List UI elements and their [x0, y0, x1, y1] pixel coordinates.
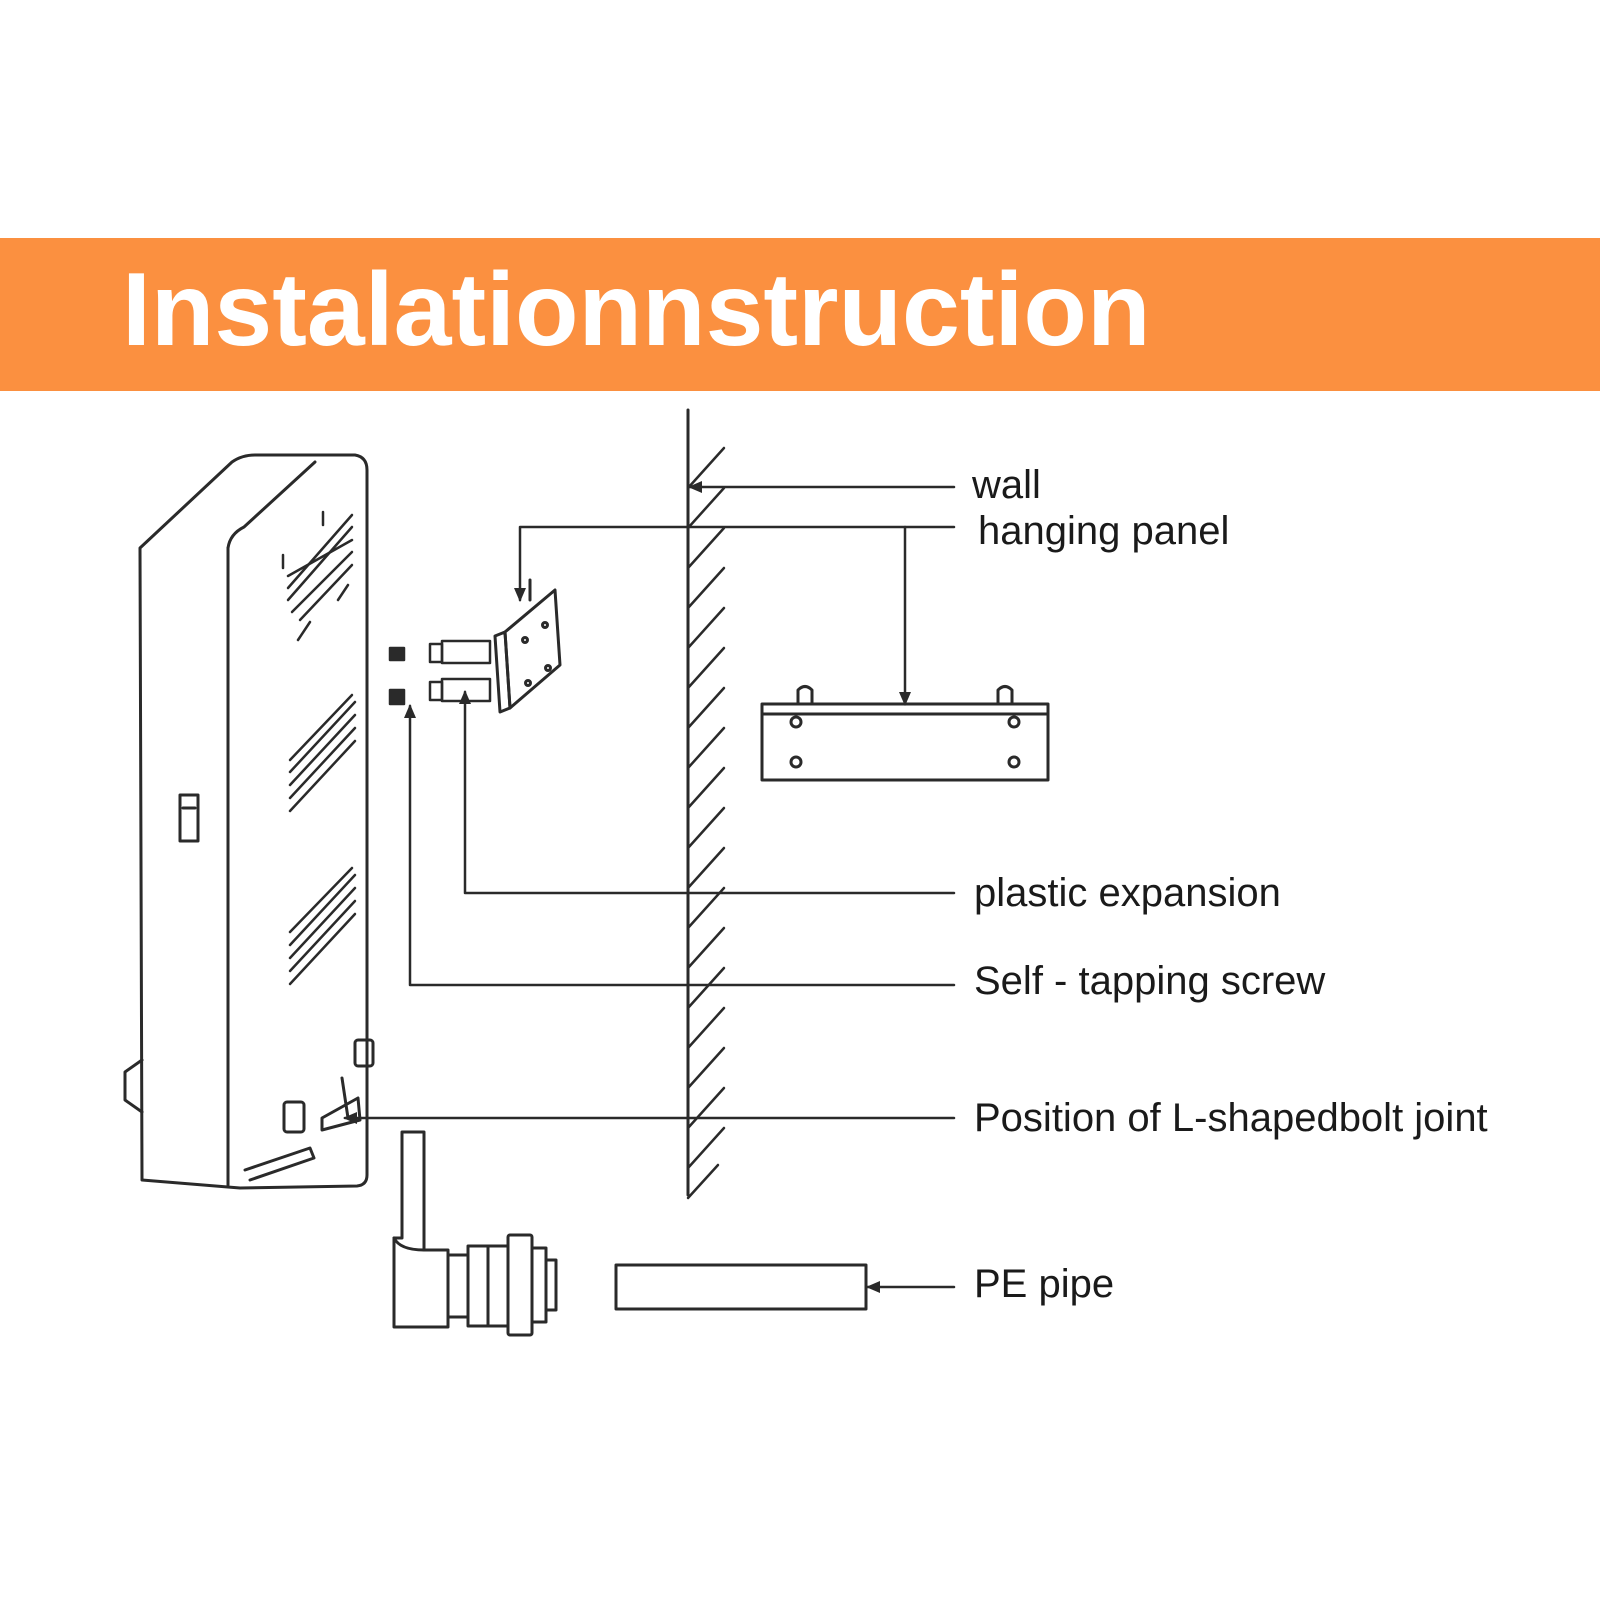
wall-hatching	[686, 446, 726, 1200]
label-hanging-panel: hanging panel	[978, 509, 1230, 553]
hanging-panel-perspective	[493, 578, 562, 714]
device-vents	[281, 510, 357, 986]
l-shaped-joint	[392, 1130, 558, 1337]
label-l-shaped-bolt-joint: Position of L-shapedbolt joint	[974, 1096, 1488, 1140]
wall-section	[686, 408, 726, 1200]
page-title: Instalationnstruction	[122, 252, 1151, 368]
leader-arrowheads	[343, 481, 911, 1293]
screws-and-anchors	[388, 639, 492, 706]
title-banner	[0, 238, 1600, 391]
pe-pipe	[614, 1263, 868, 1311]
label-plastic-expansion: plastic expansion	[974, 871, 1281, 915]
leader-lines	[343, 485, 956, 1289]
label-wall: wall	[972, 463, 1041, 507]
label-self-tapping-screw: Self - tapping screw	[974, 959, 1326, 1003]
label-pe-pipe: PE pipe	[974, 1262, 1115, 1306]
purifier-device	[123, 453, 375, 1190]
